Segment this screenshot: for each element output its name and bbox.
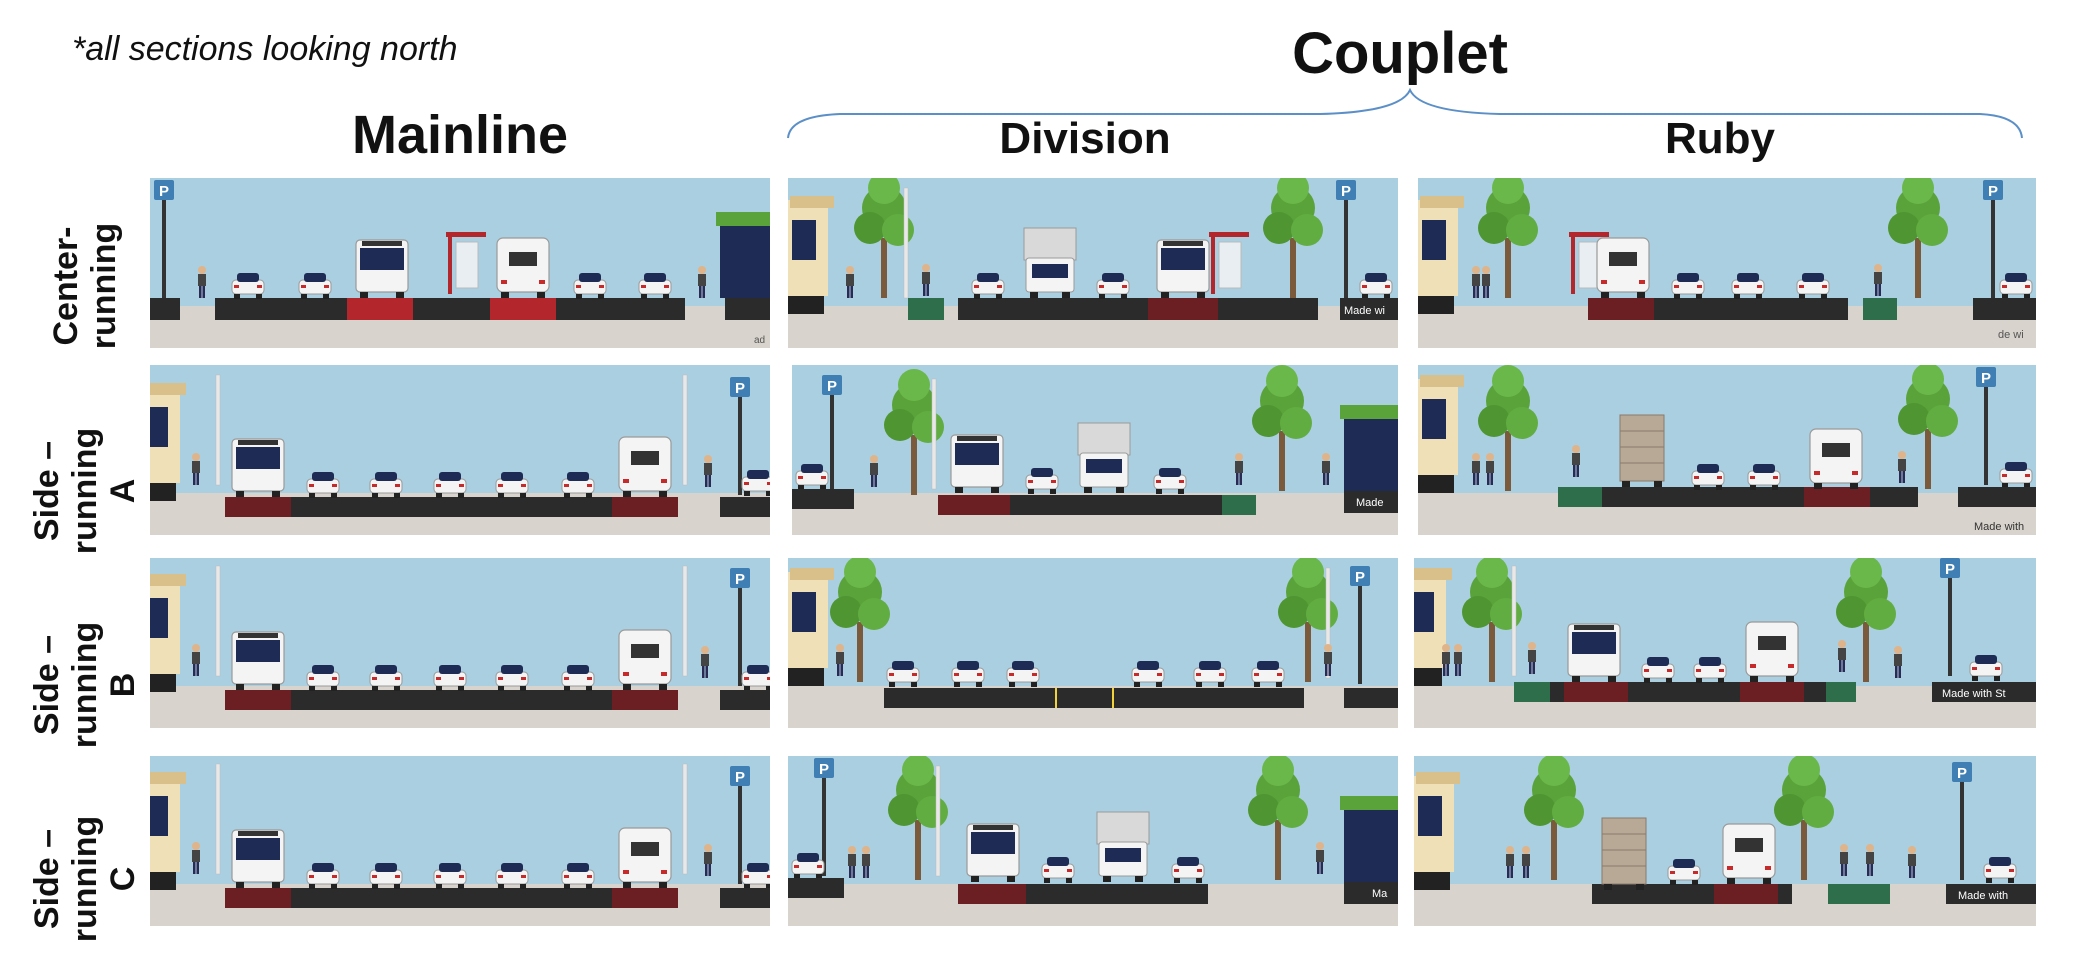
watermark: Made (1356, 497, 1384, 509)
row-label-side-running-a: Side – running A (28, 416, 142, 566)
watermark: ad (754, 335, 765, 346)
panel-mainline-side-running-b (150, 558, 770, 728)
watermark: Made with St (1942, 688, 2006, 700)
watermark: Ma (1372, 888, 1388, 900)
panel-ruby-center-running: de wi (1418, 178, 2036, 348)
ruby-header: Ruby (1665, 114, 1775, 163)
sections-note: *all sections looking north (72, 30, 458, 68)
row-label-side-running-c: Side – running C (28, 804, 142, 954)
row-label-center-running: Center- running (47, 211, 123, 361)
row-label-line1: Side – (28, 634, 66, 736)
row-label-line2: running A (66, 427, 142, 555)
panel-mainline-side-running-c (150, 756, 770, 926)
mainline-header: Mainline (351, 105, 569, 165)
row-label-line1: Side – (28, 828, 66, 930)
watermark: de wi (1998, 329, 2024, 341)
couplet-header: Couplet (1292, 21, 1508, 86)
watermark: Made with (1958, 890, 2008, 902)
panel-division-side-running-b (788, 558, 1398, 728)
division-header: Division (999, 114, 1171, 163)
row-label-side-running-b: Side – running B (28, 610, 142, 760)
row-label-line2: running (85, 222, 123, 350)
panel-division-center-running: Made wi (788, 178, 1398, 348)
row-label-line1: Side – (28, 440, 66, 542)
panel-ruby-side-running-a: Made with (1418, 365, 2036, 535)
panel-mainline-center-running: ad (150, 178, 770, 348)
panel-division-side-running-c: Ma (788, 756, 1398, 926)
panel-division-side-running-a: Made (792, 365, 1398, 535)
panel-ruby-side-running-c: Made with (1414, 756, 2036, 926)
panel-ruby-side-running-b: Made with St (1414, 558, 2036, 728)
watermark: Made wi (1344, 305, 1385, 317)
watermark: Made with (1974, 521, 2024, 533)
row-label-line1: Center- (47, 226, 85, 346)
panel-mainline-side-running-a (150, 365, 770, 535)
couplet-brace (787, 87, 2023, 139)
row-label-line2: running C (66, 815, 142, 943)
row-label-line2: running B (66, 621, 142, 749)
